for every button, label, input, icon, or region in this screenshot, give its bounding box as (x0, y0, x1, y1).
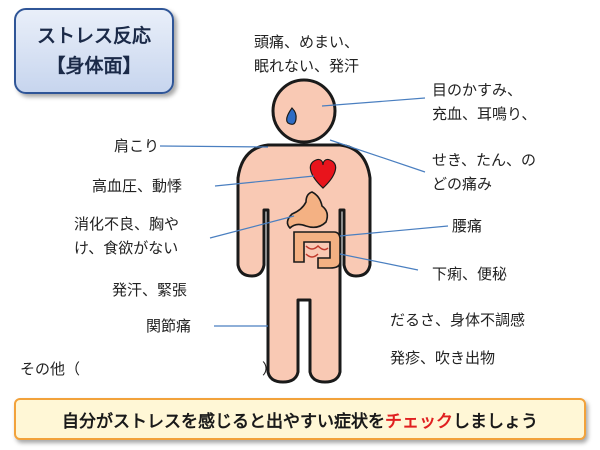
leader-back (339, 225, 449, 237)
leader-cough (329, 139, 426, 173)
banner-highlight: チェック (385, 411, 453, 432)
label-shoulder: 肩こり (114, 137, 160, 155)
label-headache-line2: 眠れない、発汗 (254, 57, 360, 75)
leader-digestion (209, 215, 295, 239)
label-eyes-line2: 充血、耳鳴り、 (432, 105, 537, 123)
title-line-2: 【身体面】 (46, 55, 142, 77)
sweat-drop-icon (286, 107, 297, 125)
label-digestion: 消化不良、胸や け、食欲がない (74, 212, 179, 260)
leader-shoulder (159, 145, 269, 148)
label-cough: せき、たん、の どの痛み (432, 148, 536, 196)
label-headache: 頭痛、めまい、 眠れない、発汗 (254, 30, 359, 78)
label-digestion-line1: 消化不良、胸や (74, 215, 180, 233)
label-fatigue: だるさ、身体不調感 (390, 311, 526, 329)
leader-bowel (339, 253, 419, 271)
instruction-banner: 自分がストレスを感じると出やすい症状をチェックしましょう (14, 398, 586, 440)
label-bowel: 下痢、便秘 (432, 265, 508, 283)
heart-icon (309, 158, 337, 189)
leader-heart (214, 175, 315, 187)
title-box: ストレス反応 【身体面】 (14, 8, 174, 94)
leader-lines (159, 97, 449, 327)
banner-text-before: 自分がストレスを感じると出やすい症状を (62, 411, 385, 432)
label-digestion-line2: け、食欲がない (74, 239, 179, 257)
label-other: その他（ (20, 360, 81, 378)
label-back: 腰痛 (452, 217, 483, 235)
title-line-1: ストレス反応 (36, 25, 151, 47)
leader-eyes (321, 97, 426, 107)
label-sweat: 発汗、緊張 (112, 281, 188, 299)
intestine-icon (293, 231, 341, 269)
label-heart: 高血圧、動悸 (92, 177, 183, 195)
body-silhouette (236, 78, 372, 384)
label-other-close: ） (262, 360, 278, 378)
label-eyes-line1: 目のかすみ、 (432, 81, 523, 99)
banner-text-after: しましょう (453, 411, 538, 432)
label-cough-line1: せき、たん、の (432, 151, 536, 169)
head (271, 78, 337, 144)
label-cough-line2: どの痛み (432, 175, 493, 193)
label-eyes: 目のかすみ、 充血、耳鳴り、 (432, 78, 536, 126)
label-headache-line1: 頭痛、めまい、 (254, 33, 360, 51)
label-joint: 関節痛 (146, 317, 192, 335)
stomach-icon (286, 191, 329, 230)
label-rash: 発疹、吹き出物 (390, 349, 496, 367)
